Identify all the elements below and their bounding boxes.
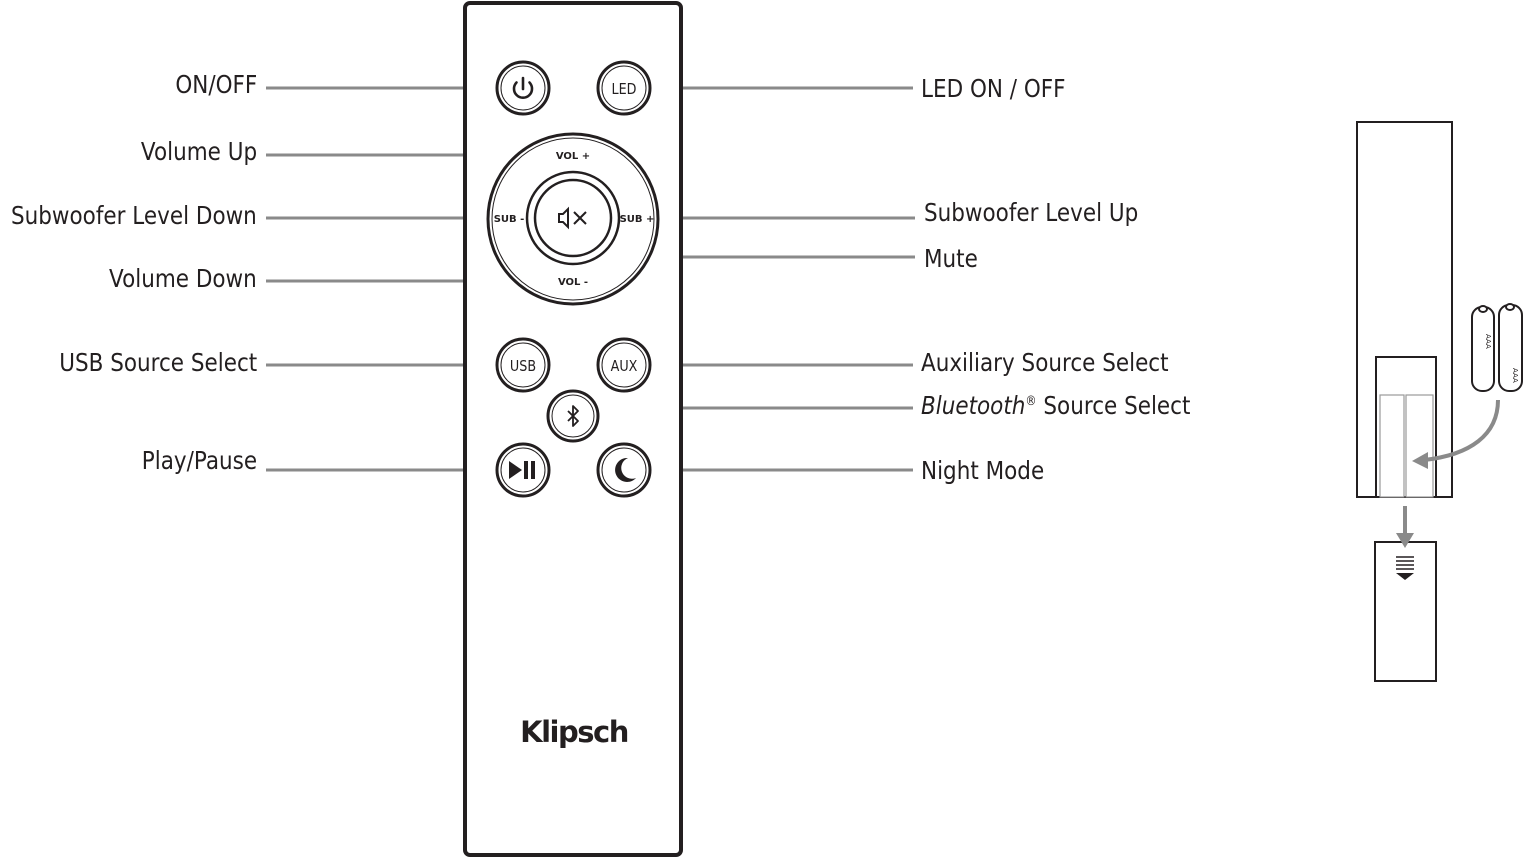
- battery-label-2: AAA: [1511, 368, 1519, 383]
- play-pause-icon: [509, 461, 535, 479]
- night-mode-button[interactable]: [596, 442, 652, 498]
- aux-button-label: AUX: [611, 358, 638, 375]
- label-mute: Mute: [924, 244, 978, 273]
- label-volume-down: Volume Down: [109, 264, 257, 293]
- label-bluetooth-source: Bluetooth® Source Select: [921, 393, 1190, 418]
- battery-label-1: AAA: [1484, 334, 1492, 349]
- label-usb-source: USB Source Select: [59, 348, 257, 377]
- led-button[interactable]: LED: [596, 60, 652, 116]
- usb-button[interactable]: USB: [495, 337, 551, 393]
- battery-cover: [1374, 541, 1437, 682]
- power-icon: [512, 76, 534, 99]
- label-aux-source: Auxiliary Source Select: [921, 348, 1169, 377]
- label-subwoofer-down: Subwoofer Level Down: [11, 201, 257, 230]
- sub-down-button[interactable]: SUB -: [494, 214, 525, 225]
- aux-button[interactable]: AUX: [596, 337, 652, 393]
- label-subwoofer-up: Subwoofer Level Up: [924, 198, 1139, 227]
- moon-icon: [615, 457, 636, 482]
- label-bluetooth-rest: Source Select: [1036, 391, 1191, 420]
- label-bluetooth-word: Bluetooth: [921, 391, 1026, 420]
- label-volume-up: Volume Up: [140, 137, 257, 166]
- battery-insert-arrow: [1423, 399, 1500, 462]
- aaa-batteries: [1471, 303, 1523, 392]
- play-pause-button[interactable]: [495, 442, 551, 498]
- vol-down-button[interactable]: VOL -: [558, 277, 588, 288]
- label-bluetooth-mark: ®: [1025, 394, 1037, 409]
- label-led-on-off: LED ON / OFF: [921, 74, 1066, 103]
- label-on-off: ON/OFF: [175, 70, 257, 99]
- label-play-pause: Play/Pause: [141, 446, 257, 475]
- sub-up-button[interactable]: SUB +: [620, 214, 655, 225]
- vol-up-button[interactable]: VOL +: [556, 151, 590, 162]
- mute-button[interactable]: [525, 170, 621, 266]
- cover-grip-icon: [1396, 556, 1414, 570]
- klipsch-logo: Klipsch: [520, 715, 628, 749]
- power-button[interactable]: [495, 60, 551, 116]
- remote-back-illustration: [1356, 121, 1523, 682]
- usb-button-label: USB: [510, 358, 536, 375]
- led-button-label: LED: [612, 81, 637, 98]
- label-night-mode: Night Mode: [921, 456, 1045, 485]
- speaker-mute-icon: [558, 206, 587, 230]
- bluetooth-button[interactable]: [546, 389, 600, 443]
- bluetooth-icon: [567, 405, 579, 427]
